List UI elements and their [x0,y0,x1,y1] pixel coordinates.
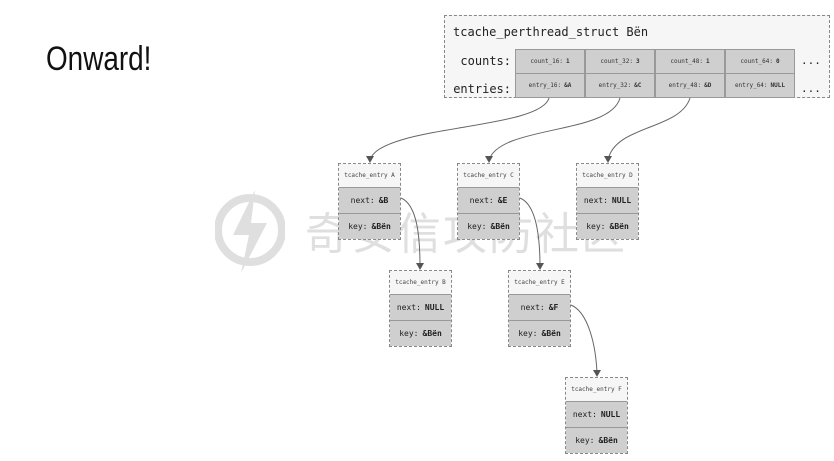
arrow-entry48-to-d [607,97,691,161]
tcache-entry-b: tcache_entry B next:NULL key:&Bën [389,270,452,347]
count-cell: count_64:0 [725,49,795,74]
entry-title: tcache_entry C [458,164,519,187]
key-field: key:&Bën [390,320,451,346]
arrow-a-to-b [400,197,421,268]
counts-label: counts: [460,54,511,68]
arrow-entry16-to-a [369,97,550,161]
tcache-entry-c: tcache_entry C next:&E key:&Bën [457,163,520,240]
entry-title: tcache_entry F [566,378,627,401]
next-field: next:&B [339,187,400,213]
key-field: key:&Bën [339,213,400,239]
next-field: next:NULL [577,187,638,213]
key-field: key:&Bën [566,427,627,453]
tcache-entry-e: tcache_entry E next:&F key:&Bën [508,270,571,347]
next-field: next:&F [509,294,570,320]
count-cell: count_48:1 [655,49,725,74]
next-field: next:NULL [566,401,627,427]
tcache-entry-d: tcache_entry D next:NULL key:&Bën [576,163,639,240]
tcache-entry-a: tcache_entry A next:&B key:&Bën [338,163,401,240]
count-cell: count_32:3 [585,49,655,74]
tcache-entry-f: tcache_entry F next:NULL key:&Bën [565,377,628,454]
key-field: key:&Bën [577,213,638,239]
entry-cell: entry_16:&A [515,73,585,98]
lightning-logo-icon [215,190,285,273]
tcache-perthread-struct: tcache_perthread_struct Bën counts: entr… [444,15,830,98]
arrow-entry32-to-c [488,97,621,161]
entry-cell: entry_48:&D [655,73,725,98]
key-field: key:&Bën [458,213,519,239]
next-field: next:&E [458,187,519,213]
counts-ellipsis: ... [801,54,821,67]
entry-cell: entry_64:NULL [725,73,795,98]
entry-cell: entry_32:&C [585,73,655,98]
slide-title: Onward! [46,40,152,78]
entries-label: entries: [453,82,511,96]
entry-title: tcache_entry D [577,164,638,187]
entry-title: tcache_entry E [509,271,570,294]
key-field: key:&Bën [509,320,570,346]
arrow-c-to-e [519,197,541,268]
entry-title: tcache_entry A [339,164,400,187]
count-cell: count_16:1 [515,49,585,74]
entry-title: tcache_entry B [390,271,451,294]
struct-title: tcache_perthread_struct Bën [453,25,649,39]
entries-ellipsis: ... [801,82,821,95]
arrow-e-to-f [570,304,598,375]
next-field: next:NULL [390,294,451,320]
